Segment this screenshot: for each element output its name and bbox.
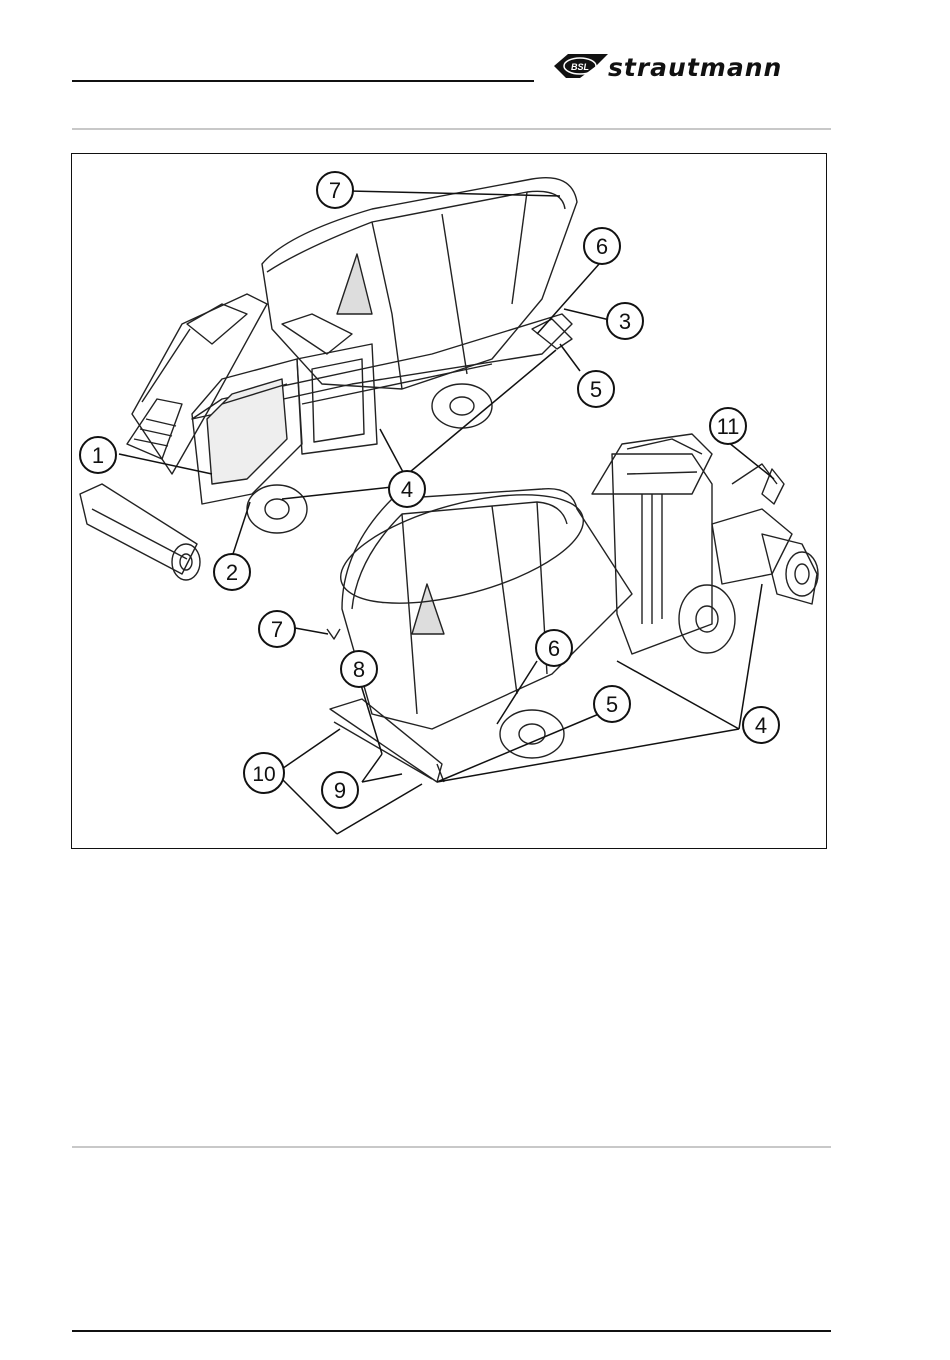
svg-text:7: 7: [271, 617, 283, 642]
callout-6-lower: 6: [536, 630, 572, 666]
callout-3: 3: [607, 303, 643, 339]
callout-5-lower: 5: [594, 686, 630, 722]
callout-9: 9: [322, 772, 358, 808]
upper-feed-mixer-drawing: [80, 178, 577, 580]
callout-7-lower: 7: [259, 611, 295, 647]
svg-text:9: 9: [334, 778, 346, 803]
svg-text:1: 1: [92, 443, 104, 468]
callout-11: 11: [710, 408, 746, 444]
svg-text:4: 4: [401, 477, 413, 502]
logo-wordmark: strautmann: [608, 53, 782, 82]
callout-4-lower: 4: [743, 707, 779, 743]
machine-illustration: 7 6 3 5 1 4 2: [72, 154, 828, 850]
logo-badge-text: BSL: [571, 62, 589, 72]
callouts: 7 6 3 5 1 4 2: [80, 172, 779, 808]
svg-text:4: 4: [755, 713, 767, 738]
callout-10: 10: [244, 753, 284, 793]
callout-8: 8: [341, 651, 377, 687]
svg-text:8: 8: [353, 657, 365, 682]
svg-text:6: 6: [548, 636, 560, 661]
svg-text:5: 5: [590, 377, 602, 402]
svg-text:11: 11: [717, 414, 740, 439]
section-divider-bottom: [72, 1146, 831, 1148]
callout-7-upper: 7: [317, 172, 353, 208]
callout-1: 1: [80, 437, 116, 473]
footer-rule: [72, 1330, 831, 1332]
callout-5-upper: 5: [578, 371, 614, 407]
section-divider-top: [72, 128, 831, 130]
callout-6-upper: 6: [584, 228, 620, 264]
svg-text:10: 10: [252, 763, 275, 786]
svg-text:6: 6: [596, 234, 608, 259]
svg-text:7: 7: [329, 178, 341, 203]
callout-4-upper: 4: [389, 471, 425, 507]
svg-text:2: 2: [226, 560, 238, 585]
header-rule: [72, 80, 534, 82]
callout-leader-lines: [119, 191, 774, 834]
svg-text:3: 3: [619, 309, 631, 334]
callout-2: 2: [214, 554, 250, 590]
figure-frame: 7 6 3 5 1 4 2: [71, 153, 827, 849]
brand-logo: BSL strautmann: [552, 44, 814, 84]
svg-text:5: 5: [606, 692, 618, 717]
